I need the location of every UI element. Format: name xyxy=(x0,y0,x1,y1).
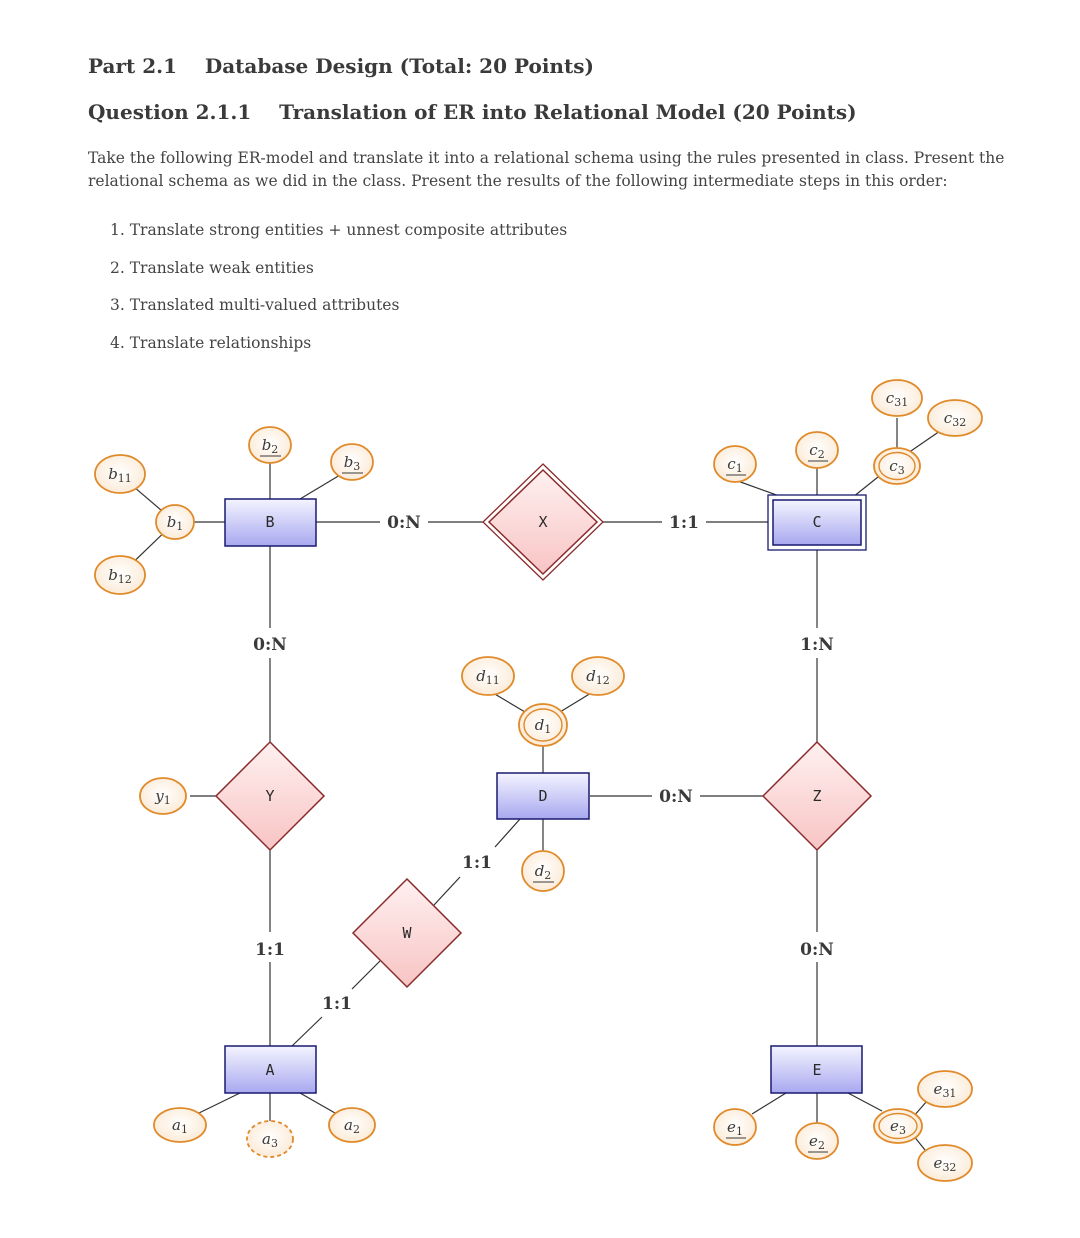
svg-text:c31: c31 xyxy=(886,389,908,409)
svg-text:b11: b11 xyxy=(108,465,132,485)
svg-text:d12: d12 xyxy=(586,667,610,687)
attribute-a1: a1 xyxy=(153,1107,207,1143)
attribute-c3-multivalued: c3 xyxy=(873,447,921,485)
attribute-b2: b2 xyxy=(248,426,292,464)
part-title: Part 2.1 Database Design (Total: 20 Poin… xyxy=(88,54,594,78)
attribute-c1: c1 xyxy=(713,445,757,483)
attribute-b12: b12 xyxy=(94,555,146,595)
cardinality-d-w: 1:1 xyxy=(462,853,492,873)
svg-text:e32: e32 xyxy=(934,1154,957,1174)
cardinality-z-e: 0:N xyxy=(800,940,834,960)
relationship-w-label: W xyxy=(402,924,412,942)
attribute-a2: a2 xyxy=(328,1107,376,1143)
intro-paragraph: Take the following ER-model and translat… xyxy=(88,149,1005,190)
entity-c: C xyxy=(767,494,867,551)
attribute-y1: y1 xyxy=(139,777,187,815)
svg-text:a3: a3 xyxy=(262,1130,278,1150)
entity-d: D xyxy=(496,772,590,820)
entity-b-label: B xyxy=(265,513,274,531)
attribute-c31: c31 xyxy=(871,379,923,417)
attribute-d12: d12 xyxy=(571,656,625,696)
attribute-e1: e1 xyxy=(713,1108,757,1146)
relationship-y-label: Y xyxy=(265,787,274,805)
svg-text:e3: e3 xyxy=(890,1117,906,1137)
attribute-b1: b1 xyxy=(155,504,195,540)
connector-lines xyxy=(119,418,941,1151)
attribute-d11: d11 xyxy=(461,656,515,696)
svg-text:b1: b1 xyxy=(167,513,184,533)
relationship-z-label: Z xyxy=(812,787,821,805)
attribute-e2: e2 xyxy=(795,1122,839,1160)
svg-text:d11: d11 xyxy=(476,667,500,687)
question-title: Question 2.1.1 Translation of ER into Re… xyxy=(88,100,857,124)
attribute-c32: c32 xyxy=(927,399,983,437)
svg-text:e1: e1 xyxy=(727,1118,743,1138)
attribute-d2: d2 xyxy=(521,850,565,892)
svg-text:y1: y1 xyxy=(154,787,170,807)
entity-d-label: D xyxy=(538,787,547,805)
entity-a: A xyxy=(224,1045,317,1094)
svg-text:c2: c2 xyxy=(809,441,824,461)
svg-text:a2: a2 xyxy=(344,1116,360,1136)
step-item: 2. Translate weak entities xyxy=(110,258,314,277)
attribute-b3: b3 xyxy=(330,443,374,481)
step-item: 3. Translated multi-valued attributes xyxy=(110,296,400,314)
attribute-d1-multivalued: d1 xyxy=(518,703,568,747)
attribute-e31: e31 xyxy=(917,1070,973,1108)
svg-text:e2: e2 xyxy=(809,1132,825,1152)
cardinality-b-y: 0:N xyxy=(253,635,287,655)
relationship-x-label: X xyxy=(538,513,547,531)
svg-text:d2: d2 xyxy=(535,862,552,882)
entity-b: B xyxy=(224,498,317,547)
svg-text:c32: c32 xyxy=(944,409,966,429)
attribute-a3-derived: a3 xyxy=(246,1120,294,1158)
svg-text:c1: c1 xyxy=(727,455,742,475)
attribute-c2: c2 xyxy=(795,431,839,469)
svg-text:b12: b12 xyxy=(108,566,132,586)
svg-text:b3: b3 xyxy=(344,453,361,473)
relationship-y: Y xyxy=(214,740,326,852)
entity-e: E xyxy=(770,1045,863,1094)
attribute-b11: b11 xyxy=(94,454,146,494)
cardinality-w-a: 1:1 xyxy=(322,994,352,1014)
relationship-x: X xyxy=(482,463,604,581)
svg-text:a1: a1 xyxy=(172,1116,188,1136)
cardinality-b-x: 0:N xyxy=(387,513,421,533)
step-item: 4. Translate relationships xyxy=(110,333,312,352)
svg-text:b2: b2 xyxy=(262,436,279,456)
relationship-z: Z xyxy=(761,740,873,852)
attribute-e32: e32 xyxy=(917,1144,973,1182)
cardinality-d-z: 0:N xyxy=(659,787,693,807)
svg-text:c3: c3 xyxy=(889,457,904,477)
svg-text:e31: e31 xyxy=(934,1080,957,1100)
svg-text:d1: d1 xyxy=(535,716,552,736)
entity-c-label: C xyxy=(812,513,821,531)
steps-list: 1. Translate strong entities + unnest co… xyxy=(110,218,567,368)
attribute-e3-composite: e3 xyxy=(873,1108,923,1144)
cardinality-c-z: 1:N xyxy=(800,635,834,655)
cardinality-x-c: 1:1 xyxy=(669,513,699,533)
step-item: 1. Translate strong entities + unnest co… xyxy=(110,221,568,239)
cardinality-y-a: 1:1 xyxy=(255,940,285,960)
entity-e-label: E xyxy=(812,1061,821,1079)
relationship-w: W xyxy=(351,877,463,989)
entity-a-label: A xyxy=(265,1061,274,1079)
